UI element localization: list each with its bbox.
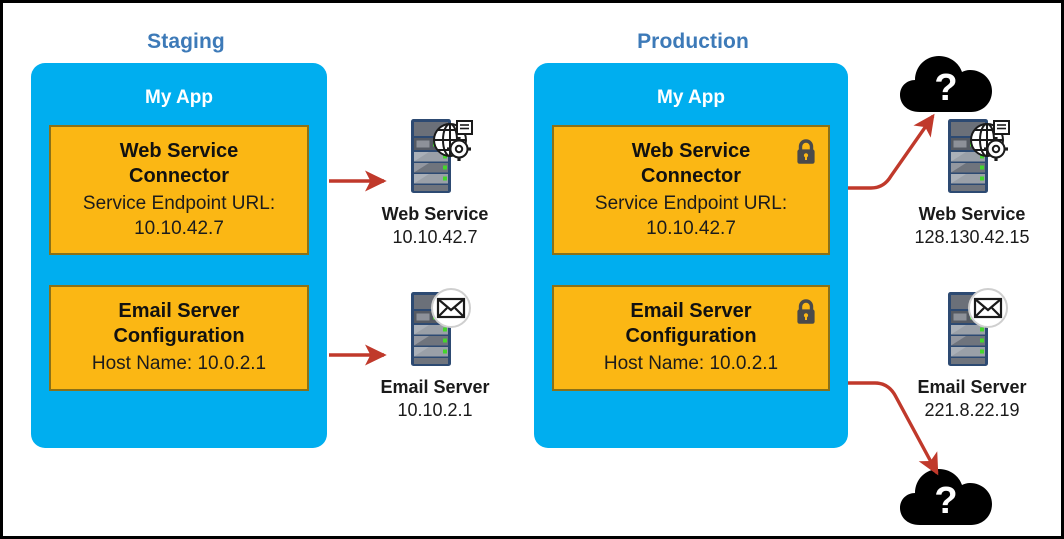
server-globe-gear-icon: [395, 115, 475, 201]
node-ip: 10.10.2.1: [397, 400, 473, 420]
config-card-subtitle: Host Name: 10.0.2.1: [603, 353, 779, 374]
cloud-question-mark: ?: [934, 480, 957, 522]
app-name-staging: My App: [145, 87, 213, 108]
node-email-server-staging: Email Server 10.10.2.1: [355, 288, 515, 421]
config-card-subtitle: Service Endpoint URL: 10.10.42.7: [594, 193, 788, 239]
config-card-email-server-configuration-production[interactable]: Email Server Configuration Host Name: 10…: [552, 285, 830, 391]
lock-icon: [797, 139, 815, 164]
node-ip: 128.130.42.15: [914, 227, 1030, 247]
server-envelope-icon: [395, 288, 475, 374]
node-ip: 10.10.42.7: [392, 227, 478, 247]
config-card-title: Web Service Connector: [119, 140, 239, 187]
config-card-title: Email Server Configuration: [625, 300, 757, 347]
lock-icon: [797, 299, 815, 324]
server-globe-gear-icon: [932, 115, 1012, 201]
node-web-service-staging: Web Service 10.10.42.7: [355, 115, 515, 248]
config-card-web-service-connector-production[interactable]: Web Service Connector Service Endpoint U…: [552, 125, 830, 255]
config-card-title: Web Service Connector: [631, 140, 751, 187]
node-caption: Email Server: [380, 377, 490, 397]
server-envelope-icon: [932, 288, 1012, 374]
node-web-service-production: Web Service 128.130.42.15: [892, 115, 1052, 248]
node-email-server-production: Email Server 221.8.22.19: [892, 288, 1052, 421]
node-caption: Web Service: [381, 204, 489, 224]
app-panel-production: My App Web Service Connector Service End…: [534, 63, 848, 448]
app-panel-staging: My App Web Service Connector Service End…: [31, 63, 327, 448]
unknown-cloud-icon-bottom: ?: [898, 463, 994, 529]
config-card-subtitle: Service Endpoint URL: 10.10.42.7: [82, 193, 276, 239]
environment-title-staging: Staging: [147, 30, 225, 53]
cloud-question-mark: ?: [934, 67, 957, 109]
node-caption: Email Server: [917, 377, 1027, 397]
config-card-subtitle: Host Name: 10.0.2.1: [91, 353, 267, 374]
node-caption: Web Service: [918, 204, 1026, 224]
app-name-production: My App: [657, 87, 725, 108]
node-ip: 221.8.22.19: [924, 400, 1020, 420]
unknown-cloud-icon-top: ?: [898, 50, 994, 116]
config-card-web-service-connector-staging[interactable]: Web Service Connector Service Endpoint U…: [49, 125, 309, 255]
config-card-email-server-configuration-staging[interactable]: Email Server Configuration Host Name: 10…: [49, 285, 309, 391]
environment-title-production: Production: [637, 30, 749, 53]
config-card-title: Email Server Configuration: [113, 300, 245, 347]
